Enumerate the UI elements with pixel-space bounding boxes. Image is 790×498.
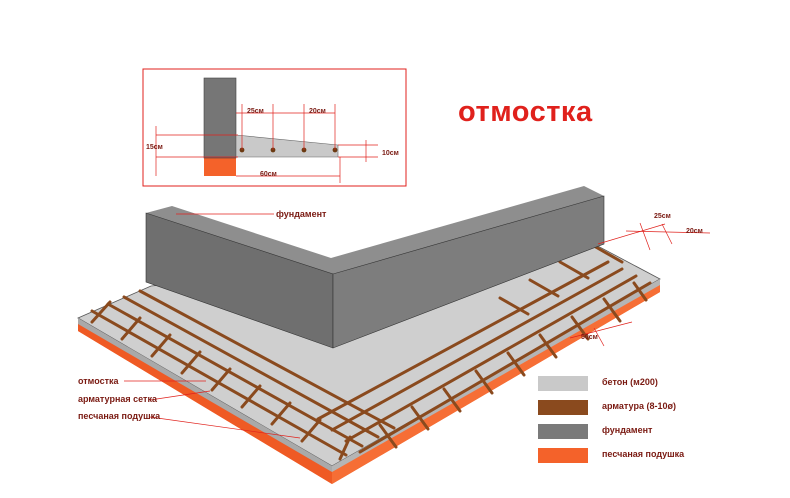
inset-dim-20: 20см	[309, 108, 326, 115]
legend-label: песчаная подушка	[602, 449, 685, 459]
otmostka-label: отмостка	[78, 376, 119, 386]
inset-frame	[142, 68, 407, 187]
legend-swatch	[538, 424, 588, 439]
legend: бетон (м200) арматура (8-10ø) фундамент …	[538, 372, 758, 468]
legend-item-rebar: арматура (8-10ø)	[538, 396, 758, 420]
legend-label: арматура (8-10ø)	[602, 401, 676, 411]
legend-swatch	[538, 400, 588, 415]
legend-item-concrete: бетон (м200)	[538, 372, 758, 396]
main-illustration	[77, 186, 711, 484]
foundation-label: фундамент	[276, 209, 327, 219]
main-dim-25: 25см	[654, 213, 671, 220]
inset-dim-15: 15см	[146, 144, 163, 151]
foundation-top	[146, 186, 604, 274]
sand-label: песчаная подушка	[78, 411, 161, 421]
section-inset	[142, 68, 407, 187]
inset-concrete	[235, 134, 339, 158]
foundation-right-face	[332, 195, 605, 349]
legend-swatch	[538, 376, 588, 391]
inset-sand	[204, 157, 236, 176]
legend-item-foundation: фундамент	[538, 420, 758, 444]
legend-label: бетон (м200)	[602, 377, 658, 387]
main-dim-20: 20см	[686, 228, 703, 235]
legend-item-sand: песчаная подушка	[538, 444, 758, 468]
rebar-mesh	[90, 244, 652, 461]
mesh-label: арматурная сетка	[78, 394, 157, 404]
diagram-title: отмостка	[458, 96, 593, 128]
legend-label: фундамент	[602, 425, 653, 435]
inset-wall	[203, 77, 237, 159]
inset-dim-25: 25см	[247, 108, 264, 115]
main-dim-50: 50см	[581, 334, 598, 341]
inset-dim-60: 60см	[260, 171, 277, 178]
legend-swatch	[538, 448, 588, 463]
inset-dim-10: 10см	[382, 150, 399, 157]
